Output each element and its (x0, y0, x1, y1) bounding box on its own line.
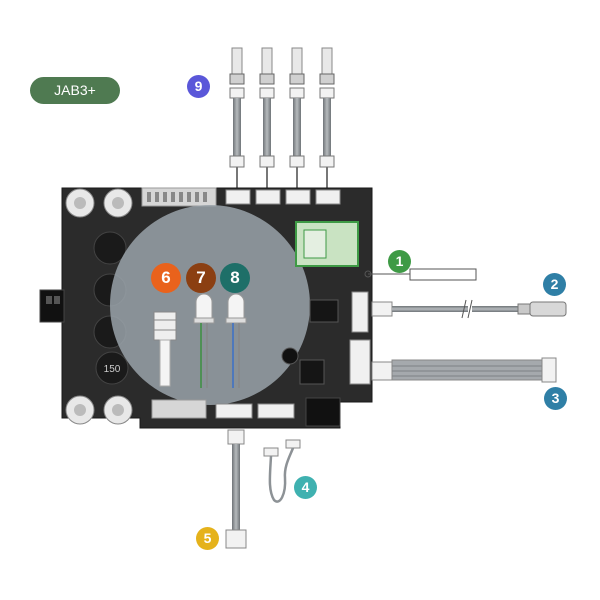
inductor (93, 231, 127, 265)
callout-9: 9 (187, 75, 210, 98)
right-header-2 (349, 339, 371, 385)
bottom-header-1 (151, 399, 207, 419)
callout-5: 5 (196, 527, 219, 550)
cable-bottom (225, 429, 247, 549)
servo-cable-1 (229, 47, 245, 190)
callout-8: 8 (220, 263, 250, 293)
ribbon-cable (371, 357, 557, 383)
barrel-jack (305, 397, 341, 427)
product-badge: JAB3+ (30, 77, 120, 104)
bottom-header-2 (215, 403, 253, 419)
callout-4: 4 (294, 476, 317, 499)
right-header-1 (351, 291, 369, 333)
pcb-board: 150 (39, 187, 373, 429)
capacitors-top (65, 188, 133, 218)
callout-3: 3 (544, 387, 567, 410)
bottom-header-3 (257, 403, 295, 419)
antenna-leader (364, 268, 477, 281)
board-marking: 150 (104, 364, 121, 375)
callout-1: 1 (388, 250, 411, 273)
callout-6: 6 (151, 263, 181, 293)
cable-right-upper (371, 299, 567, 319)
servo-cable-4 (319, 47, 335, 190)
power-connector (39, 289, 65, 323)
servo-cables-top (229, 47, 335, 190)
small-coil-cable (263, 439, 301, 503)
chip (309, 299, 339, 323)
servo-cable-2 (259, 47, 275, 190)
capacitors-bottom (65, 395, 133, 425)
board-servo-headers (225, 189, 341, 205)
callout-7: 7 (186, 263, 216, 293)
callout-2: 2 (543, 273, 566, 296)
servo-cable-3 (289, 47, 305, 190)
proximity-sensor (153, 311, 177, 387)
led-green (193, 293, 215, 388)
led-blue (225, 293, 247, 388)
